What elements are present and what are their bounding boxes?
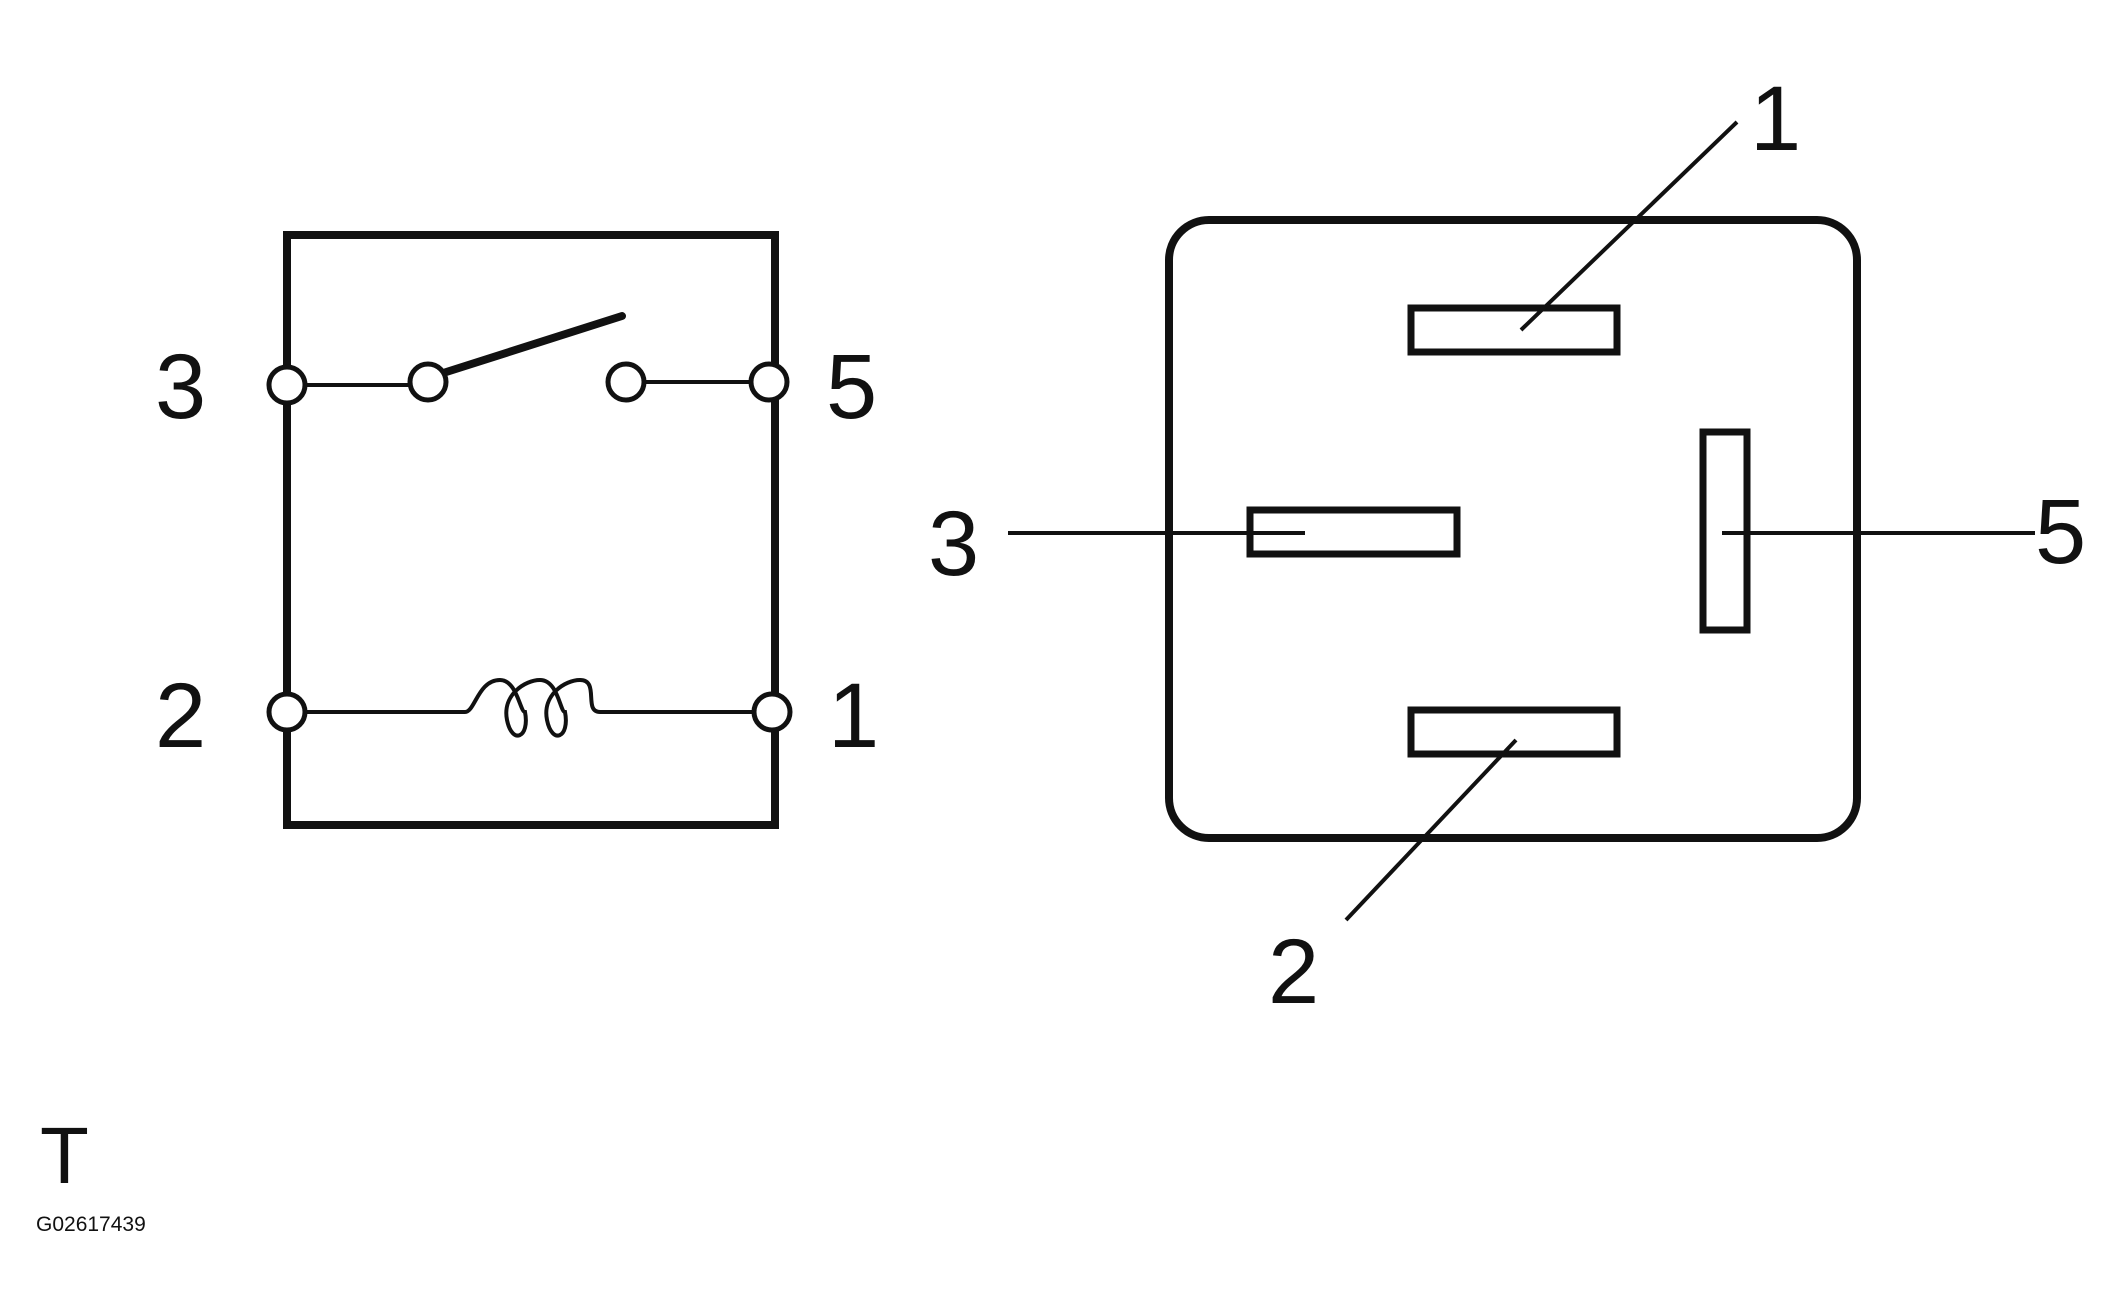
view-letter: T (40, 1111, 89, 1200)
switch-fixed-contact (605, 361, 647, 403)
terminal-2-label: 2 (155, 665, 206, 767)
relay-connector-view: 1 2 3 5 (928, 68, 2086, 1023)
terminal-3-label: 3 (155, 336, 206, 438)
pin-1-leader (1519, 120, 1739, 332)
terminal-1-node (751, 691, 793, 733)
terminal-3-node (266, 364, 308, 406)
pin-3-label: 3 (928, 493, 979, 595)
terminal-5-node (748, 361, 790, 403)
switch-contact-arm (436, 312, 626, 378)
terminal-1-label: 1 (828, 665, 879, 767)
pin-2-blade (1407, 706, 1621, 758)
terminal-2-node (266, 691, 308, 733)
figure-id: G02617439 (36, 1213, 146, 1236)
switch-pivot-contact (407, 361, 449, 403)
pin-2-label: 2 (1268, 921, 1319, 1023)
schematic-outer-frame (283, 231, 779, 829)
terminal-5-label: 5 (826, 336, 877, 438)
pin-1-blade (1407, 304, 1621, 356)
pin-2-leader (1344, 738, 1518, 922)
coil-symbol (287, 677, 775, 738)
relay-schematic: 3 5 2 1 (155, 231, 879, 829)
pin-5-label: 5 (2035, 481, 2086, 583)
pin-1-label: 1 (1750, 68, 1801, 170)
connector-housing (1165, 216, 1861, 842)
